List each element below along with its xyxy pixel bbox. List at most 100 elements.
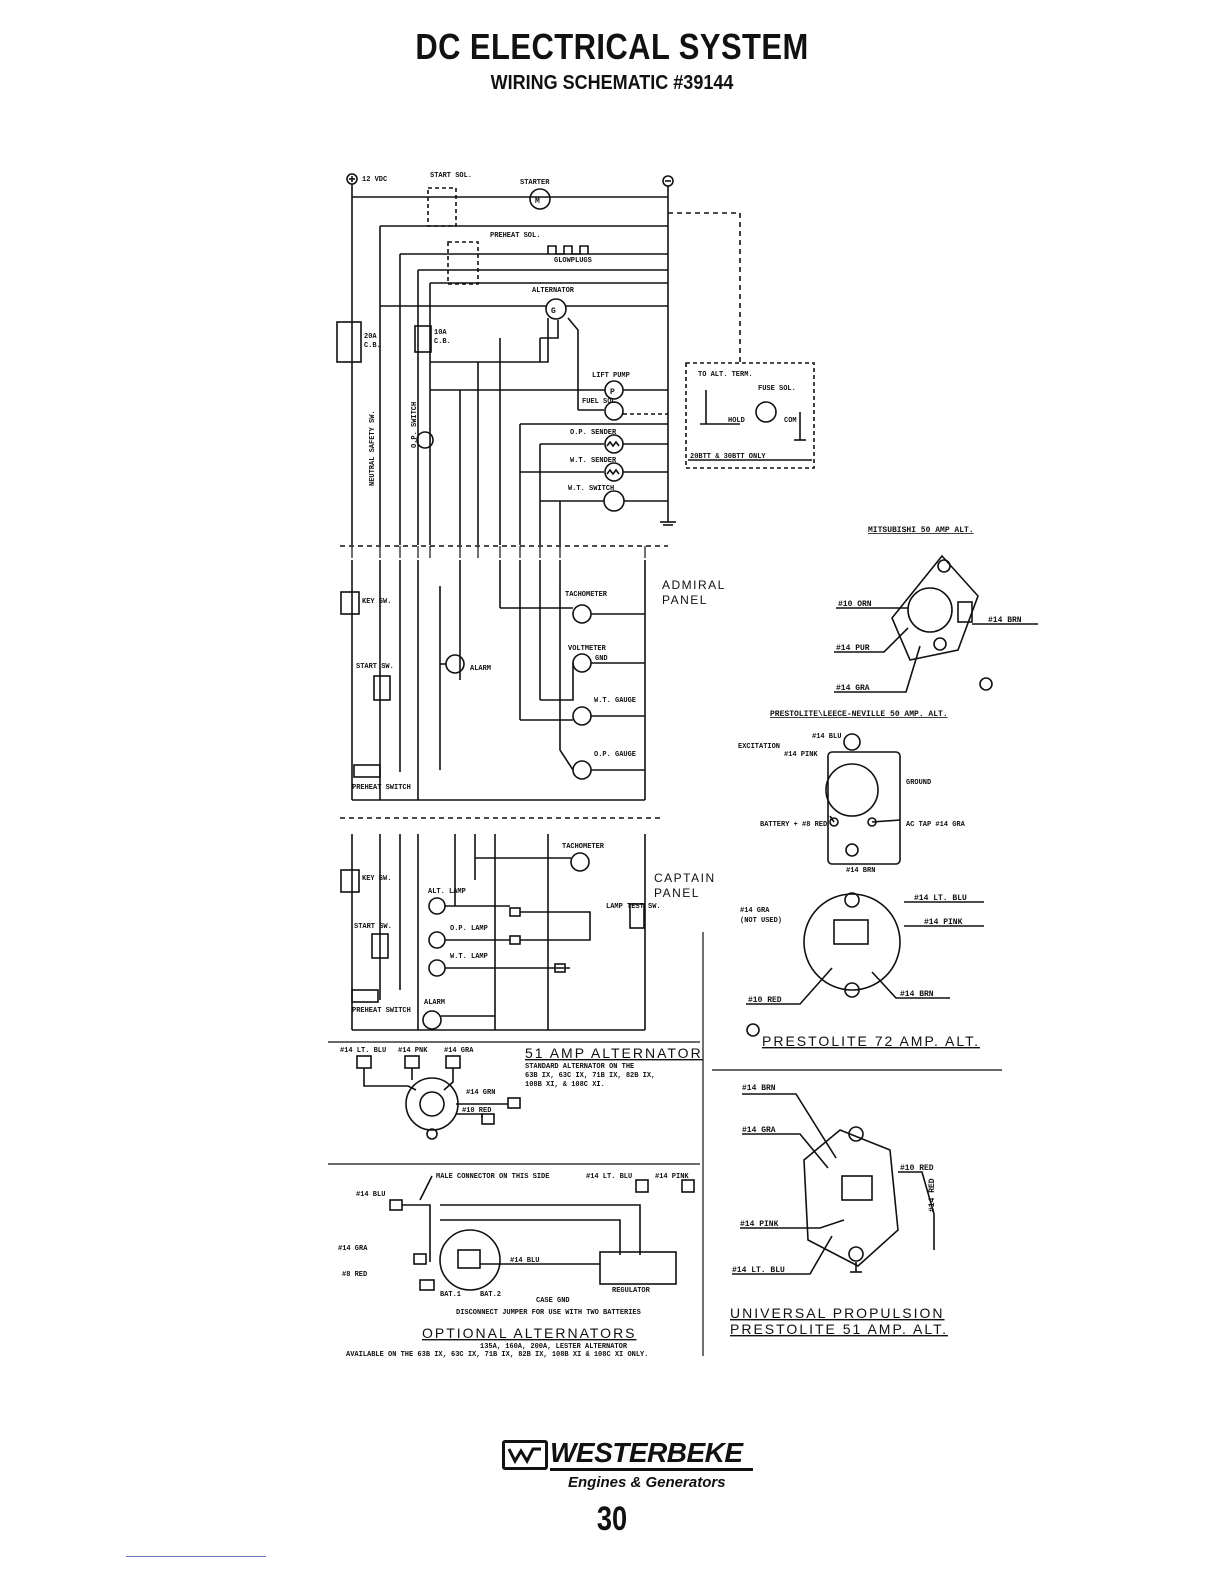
optional-note-1: 135A, 160A, 200A, LESTER ALTERNATOR	[480, 1343, 628, 1351]
wt-lamp-label: W.T. LAMP	[450, 953, 488, 961]
alt-lamp-label: ALT. LAMP	[428, 888, 466, 896]
cb-20a	[336, 321, 362, 363]
regulator-box	[599, 1251, 677, 1285]
admiral-start-sw-label: START SW.	[356, 663, 394, 671]
cb-10a	[414, 325, 432, 353]
prestolite-leece-title: PRESTOLITE\LEECE-NEVILLE 50 AMP. ALT.	[770, 710, 948, 719]
alternator-label: ALTERNATOR	[532, 287, 575, 295]
up-w1: #14 BRN	[742, 1084, 776, 1093]
case-gnd-label: CASE GND	[536, 1297, 570, 1305]
svg-text:#14 BLU: #14 BLU	[510, 1257, 539, 1265]
engine-harness-section: 12 VDC START SOL. M STARTER PREHEAT SOL.…	[336, 172, 815, 558]
alt51-note-1: STANDARD ALTERNATOR ON THE	[525, 1063, 634, 1071]
start-sol-label: START SOL.	[430, 172, 472, 180]
neutral-safety-label: NEUTRAL SAFETY SW.	[369, 410, 377, 486]
alt-51-section: 51 AMP ALTERNATOR STANDARD ALTERNATOR ON…	[340, 1045, 701, 1140]
fuel-solenoid	[604, 401, 624, 421]
start-solenoid	[427, 187, 457, 227]
admiral-preheat-switch	[353, 764, 381, 778]
wt-switch	[603, 490, 625, 512]
com-label: COM	[784, 417, 797, 425]
admiral-key-sw-label: KEY SW.	[362, 598, 391, 606]
admiral-tachometer	[572, 604, 592, 624]
captain-start-switch	[371, 933, 389, 959]
mitsubishi-title: MITSUBISHI 50 AMP ALT.	[868, 526, 974, 535]
op-switch	[416, 431, 434, 449]
pl-brn: #14 BRN	[846, 867, 875, 875]
up-w2: #14 GRA	[742, 1126, 776, 1135]
captain-alarm-label: ALARM	[424, 999, 445, 1007]
op-switch-label: O.P. SWITCH	[411, 402, 419, 448]
fuel-shutoff-box	[685, 362, 815, 469]
op-sender-label: O.P. SENDER	[570, 429, 617, 437]
pl-excitation: EXCITATION	[738, 743, 780, 751]
brand-subtitle: Engines & Generators	[568, 1474, 726, 1491]
fuel-sol-label: FUEL SOL.	[582, 398, 620, 406]
preheat-sol-label: PREHEAT SOL.	[490, 232, 540, 240]
mitsubishi-w3: #14 PUR	[836, 644, 870, 653]
footer-rule	[126, 1556, 266, 1557]
up-w3: #10 RED	[900, 1164, 934, 1173]
lamp-test-label: LAMP TEST SW.	[606, 903, 661, 911]
plus-label: 12 VDC	[362, 176, 387, 184]
alt51-note-2: 63B IX, 63C IX, 71B IX, 82B IX,	[525, 1072, 655, 1080]
mitsubishi-w1: #10 ORN	[838, 600, 872, 609]
admiral-alarm-label: ALARM	[470, 665, 491, 673]
svg-text:G: G	[551, 307, 556, 316]
captain-panel-section: CAPTAIN PANEL KEY SW. START SW. PREHEAT …	[340, 817, 714, 1031]
pl-ac-tap: AC TAP #14 GRA	[906, 821, 966, 829]
admiral-key-switch	[340, 591, 360, 615]
page-number: 30	[596, 1500, 628, 1538]
captain-key-switch	[340, 869, 360, 893]
alt51-w1: #14 LT. BLU	[340, 1047, 386, 1055]
svg-text:#14 PINK: #14 PINK	[655, 1173, 689, 1181]
opt-bat1: BAT.1	[440, 1291, 461, 1299]
fuse-sol-label: FUSE SOL.	[758, 385, 796, 393]
fuel-box-note: 20BTT & 30BTT ONLY	[690, 453, 766, 461]
admiral-alarm	[445, 654, 465, 674]
alt51-note-3: 108B XI, & 108C XI.	[525, 1081, 605, 1089]
opt-w-red: #8 RED	[342, 1271, 367, 1279]
hold-label: HOLD	[728, 417, 745, 425]
admiral-voltmeter	[572, 653, 592, 673]
captain-op-lamp	[428, 931, 446, 949]
captain-start-sw-label: START SW.	[354, 923, 392, 931]
p72-title: PRESTOLITE 72 AMP. ALT.	[762, 1033, 980, 1049]
admiral-wt-gauge-label: W.T. GAUGE	[594, 697, 636, 705]
admiral-preheat-label: PREHEAT SWITCH	[352, 784, 411, 792]
lift-pump-label: LIFT PUMP	[592, 372, 630, 380]
lamp-test-switch	[629, 903, 645, 929]
pl-w2: #14 PINK	[784, 751, 818, 759]
optional-title: OPTIONAL ALTERNATORS	[422, 1325, 637, 1341]
wt-sender-label: W.T. SENDER	[570, 457, 617, 465]
optional-note-2: AVAILABLE ON THE 63B IX, 63C IX, 71B IX,…	[346, 1351, 648, 1359]
starter-motor	[529, 188, 551, 210]
glowplugs-label: GLOWPLUGS	[554, 257, 592, 265]
svg-text:C.B.: C.B.	[434, 338, 451, 346]
captain-preheat-switch	[351, 989, 379, 1003]
optional-alternators-section: MALE CONNECTOR ON THIS SIDE #14 BLU #14 …	[338, 1173, 695, 1359]
pl-battery: BATTERY + #8 RED	[760, 821, 827, 829]
wt-switch-label: W.T. SWITCH	[568, 485, 614, 493]
up-title-2: PRESTOLITE 51 AMP. ALT.	[730, 1321, 948, 1337]
admiral-op-gauge-label: O.P. GAUGE	[594, 751, 636, 759]
op-lamp-label: O.P. LAMP	[450, 925, 488, 933]
universal-section: #14 BRN #14 GRA #10 RED #14 PINK #14 LT.…	[730, 1084, 948, 1337]
opt-w-gra: #14 GRA	[338, 1245, 368, 1253]
connector-pins	[351, 546, 646, 558]
up-w5: #14 LT. BLU	[732, 1266, 785, 1275]
svg-text:M: M	[535, 197, 540, 206]
disconnect-label: DISCONNECT JUMPER FOR USE WITH TWO BATTE…	[456, 1309, 641, 1317]
svg-text:20A: 20A	[364, 333, 377, 341]
alt51-w4: #14 GRN	[466, 1089, 495, 1097]
admiral-start-switch	[373, 675, 391, 701]
alt51-body	[405, 1077, 459, 1131]
regulator-label: REGULATOR	[612, 1287, 651, 1295]
fuse-solenoid	[755, 401, 777, 423]
admiral-label-1: ADMIRAL	[662, 578, 726, 592]
prestolite-leece-section: PRESTOLITE\LEECE-NEVILLE 50 AMP. ALT. #1…	[738, 710, 966, 875]
captain-label-2: PANEL	[654, 886, 700, 900]
opt-bat2: BAT.2	[480, 1291, 501, 1299]
p72-w4: #10 RED	[748, 996, 782, 1005]
